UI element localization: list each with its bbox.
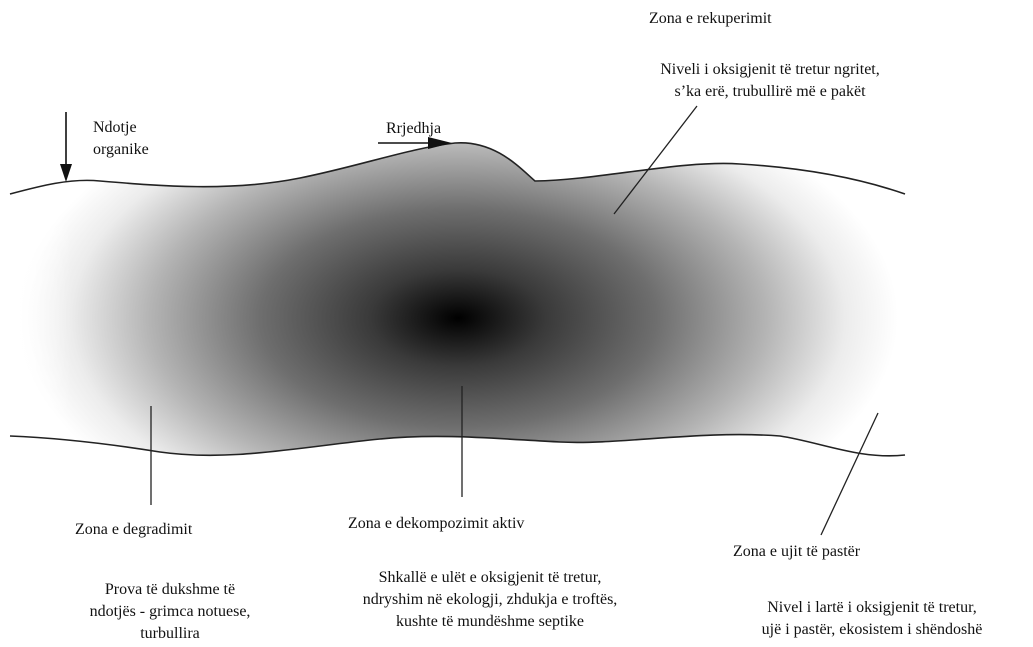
- pollution-input-line-1: Ndotje: [93, 117, 149, 139]
- degradation-zone-title: Zona e degradimit: [75, 519, 192, 541]
- active-decomposition-zone-desc-line-1: Shkallë e ulët e oksigjenit të tretur,: [340, 567, 640, 589]
- clean-water-zone-desc-line-2: ujë i pastër, ekosistem i shëndoshë: [722, 619, 1022, 641]
- flow-label: Rrjedhja: [386, 118, 441, 140]
- degradation-zone-desc-line-3: turbullira: [50, 623, 290, 645]
- clean-water-zone-title: Zona e ujit të pastër: [733, 541, 860, 563]
- active-decomposition-zone-title: Zona e dekompozimit aktiv: [348, 513, 524, 535]
- degradation-zone-desc-line-2: ndotjës - grimca notuese,: [50, 601, 290, 623]
- degradation-zone-description: Prova të dukshme të ndotjës - grimca not…: [50, 579, 290, 645]
- river-body: [0, 130, 1033, 490]
- pollution-input-line-2: organike: [93, 139, 149, 161]
- recovery-zone-desc-line-2: s’ka erë, trubullirë më e pakët: [620, 81, 920, 103]
- recovery-zone-desc-line-1: Niveli i oksigjenit të tretur ngritet,: [620, 59, 920, 81]
- degradation-zone-desc-line-1: Prova të dukshme të: [50, 579, 290, 601]
- active-decomposition-zone-desc-line-2: ndryshim në ekologji, zhdukja e troftës,: [340, 589, 640, 611]
- pollution-input-label: Ndotje organike: [93, 117, 149, 161]
- recovery-zone-title: Zona e rekuperimit: [649, 8, 772, 30]
- active-decomposition-zone-description: Shkallë e ulët e oksigjenit të tretur, n…: [340, 567, 640, 633]
- active-decomposition-zone-desc-line-3: kushte të mundëshme septike: [340, 611, 640, 633]
- clean-water-zone-description: Nivel i lartë i oksigjenit të tretur, uj…: [722, 597, 1022, 641]
- recovery-zone-description: Niveli i oksigjenit të tretur ngritet, s…: [620, 59, 920, 103]
- pollution-input-arrow: [60, 112, 72, 182]
- clean-water-zone-desc-line-1: Nivel i lartë i oksigjenit të tretur,: [722, 597, 1022, 619]
